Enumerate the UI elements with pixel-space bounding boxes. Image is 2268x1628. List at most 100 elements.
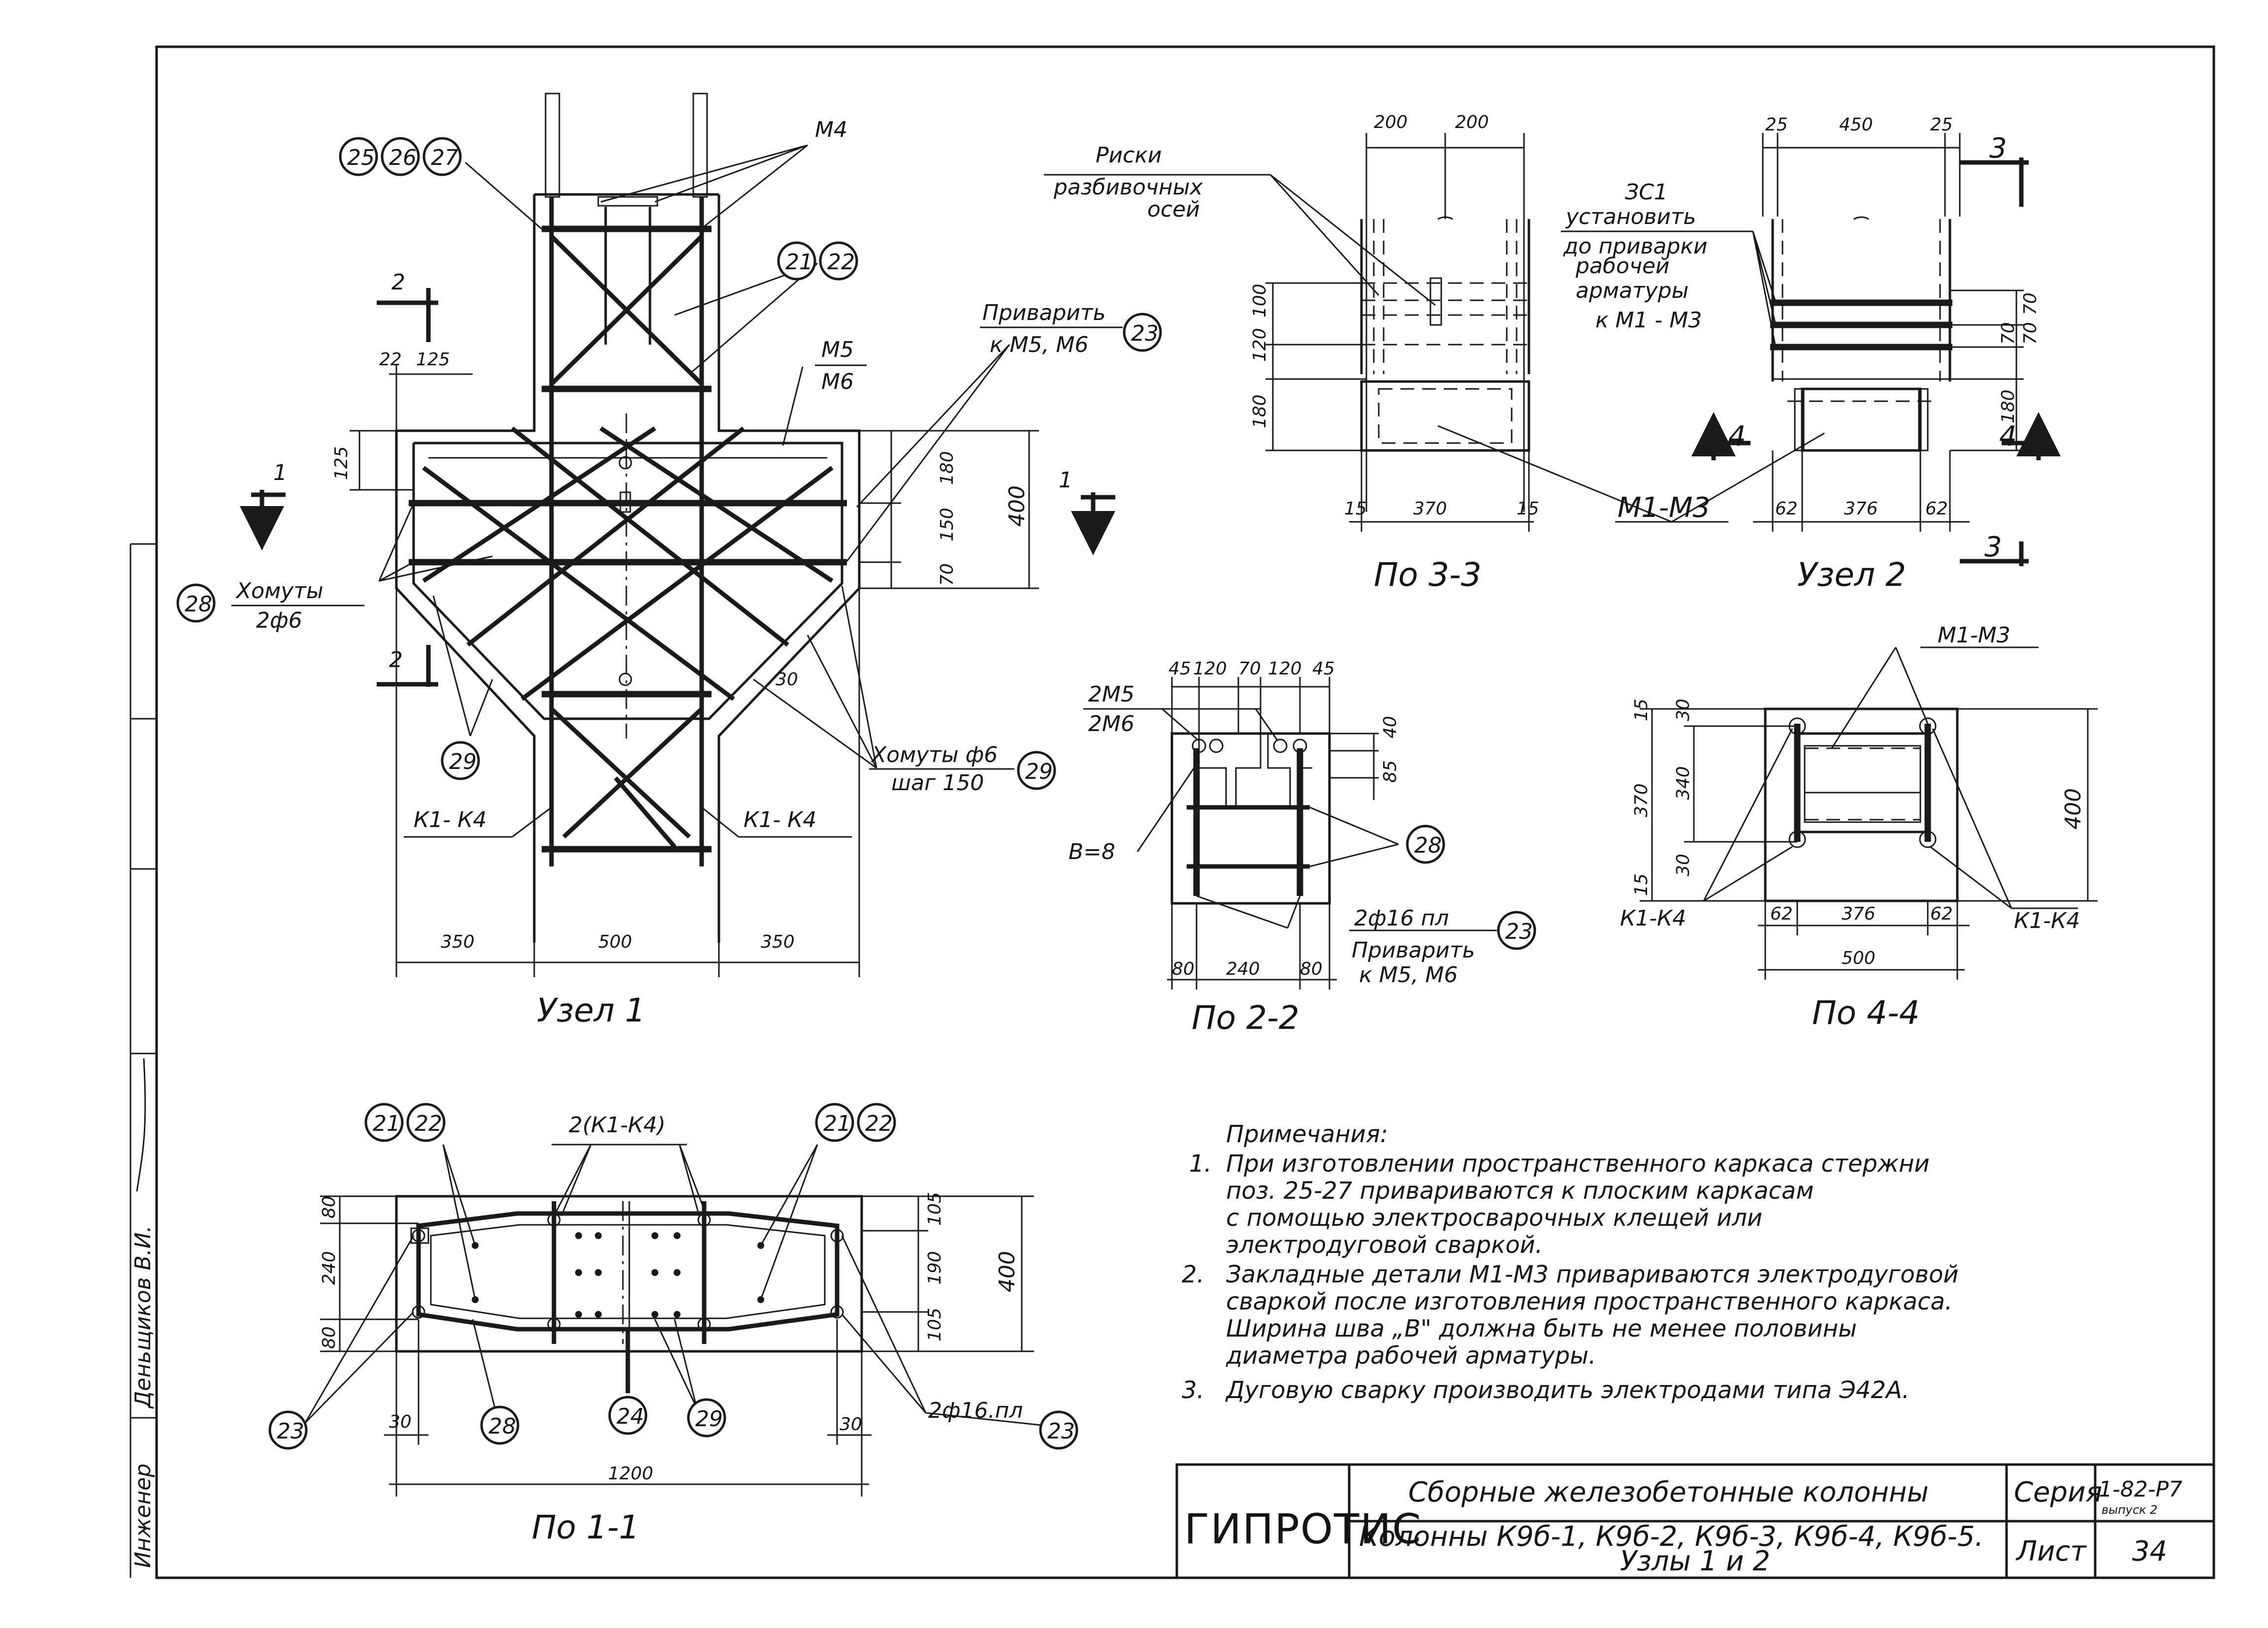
node-2-label-zs-5: арматуры [1576, 278, 1688, 303]
view-2-2-dim-40: 40 [1380, 716, 1400, 738]
view-2-2-dim-85: 85 [1380, 760, 1400, 783]
engineer-role: Инженер [130, 1464, 156, 1568]
node-1-dim-150: 150 [937, 508, 957, 542]
node-2-dim-25-left: 25 [1765, 115, 1788, 135]
series-label: Серия [2014, 1476, 2102, 1508]
view-3-3-dim-100: 100 [1250, 284, 1270, 318]
note-3-number: 3. [1182, 1376, 1204, 1404]
view-4-4-dim-400: 400 [2061, 788, 2086, 830]
view-2-2-dim-120-right: 120 [1268, 659, 1302, 679]
node-2-dim-70-mid: 70 [1998, 322, 2018, 345]
note-3-line-1: Дуговую сварку производить электродами т… [1225, 1376, 1910, 1404]
view-3-3-dim-370: 370 [1413, 499, 1447, 519]
view-1-1-dim-30-right: 30 [840, 1414, 862, 1435]
note-2-line-3: Ширина шва „В" должна быть не менее поло… [1226, 1315, 1857, 1342]
view-1-1-title: По 1-1 [532, 1508, 640, 1546]
node-1-cut-2-top: 2 [391, 270, 405, 295]
view-2-2-dim-45-left: 45 [1168, 659, 1191, 679]
node-1-callout-26: 26 [389, 145, 417, 170]
note-1-line-3: с помощью электросварочных клещей или [1226, 1204, 1762, 1232]
note-2-line-1: Закладные детали М1-М3 привариваются эле… [1226, 1261, 1959, 1288]
view-4-4-dim-15-bottom: 15 [1631, 873, 1652, 896]
node-2-dim-25-right: 25 [1930, 115, 1953, 135]
view-1-1-callout-22-right: 22 [865, 1111, 893, 1136]
node-1-label-clamps-1: Хомуты [235, 578, 324, 604]
view-4-4-dim-62-right: 62 [1930, 904, 1953, 924]
view-1-1-callout-29: 29 [695, 1406, 723, 1432]
node-1-label-m4: М4 [815, 117, 847, 142]
node-2-dim-376: 376 [1844, 499, 1878, 519]
node-1-cut-1-right: 1 [1059, 468, 1072, 493]
view-1-1-callout-21-right: 21 [823, 1111, 851, 1136]
note-1-line-2: поз. 25-27 привариваются к плоским карка… [1226, 1177, 1814, 1205]
sheet-subtitle-1: Колонны К9б-1, К9б-2, К9б-3, К9б-4, К9б-… [1359, 1521, 1983, 1553]
view-1-1-dim-1200: 1200 [608, 1464, 653, 1484]
view-1-1-dim-105-top: 105 [925, 1192, 945, 1226]
view-3-3-dim-15-left: 15 [1344, 499, 1367, 519]
node-1-label-k-left: К1- К4 [414, 807, 486, 832]
node-1-dim-350-right: 350 [761, 932, 795, 952]
node-2-cut-3-bottom: 3 [1984, 531, 2002, 563]
view-3-3-label-marks-2: разбивочных [1053, 175, 1203, 200]
node-1-callout-25: 25 [347, 145, 375, 170]
node-1-callout-22: 22 [827, 250, 855, 275]
note-2-line-4: диаметра рабочей арматуры. [1226, 1342, 1596, 1370]
node-1-dim-400: 400 [1004, 485, 1030, 527]
view-4-4-dim-370: 370 [1631, 783, 1652, 817]
node-1-angle: 30 [776, 670, 798, 690]
view-3-3-label-m1-m3: М1-М3 [1618, 492, 1710, 524]
note-2-line-2: сваркой после изготовления пространствен… [1226, 1288, 1952, 1315]
node-1-label-clamps-step-1: Хомуты ф6 [871, 742, 998, 767]
sheet-number-label: Лист [2015, 1535, 2087, 1567]
node-1-callout-23: 23 [1131, 321, 1159, 346]
engineer-name: Деньщиков В.И. [130, 1225, 156, 1409]
engineer-signature [136, 1058, 146, 1192]
node-1-dim-350-left: 350 [441, 932, 475, 952]
view-4-4-dim-340: 340 [1673, 766, 1693, 800]
node-1-callout-27: 27 [431, 145, 458, 170]
view-3-3-label-marks-3: осей [1147, 197, 1200, 222]
view-2-2-label-2m6: 2М6 [1088, 711, 1134, 736]
node-1-callout-21: 21 [785, 250, 813, 275]
view-3-3-dim-120: 120 [1250, 328, 1270, 362]
view-4-4-dim-500: 500 [1842, 948, 1876, 968]
node-2-dim-62-right: 62 [1925, 499, 1948, 519]
node-2-dim-450: 450 [1839, 115, 1873, 135]
org-name: ГИПРОТИС [1184, 1505, 1422, 1553]
view-3-3-label-marks-1: Риски [1096, 143, 1162, 168]
view-1-1-dim-30-left: 30 [389, 1412, 412, 1432]
view-4-4: По 4-4 М1-М3 К1-К4 К1-К4 15 30 370 340 1… [1620, 623, 2098, 1032]
node-2-dim-70-bottom: 70 [2020, 322, 2041, 345]
view-1-1: По 1-1 21 22 21 22 23 23 28 24 29 2(К1-К… [268, 1103, 1078, 1546]
series-issue: выпуск 2 [2102, 1503, 2158, 1517]
view-2-2-label-2m5: 2М5 [1088, 682, 1134, 707]
view-2-2: По 2-2 2М5 2М6 В=8 2ф16 пл Приварить к М… [1069, 659, 1536, 1037]
node-2-label-zs-1: ЗС1 [1625, 180, 1668, 205]
node-2-cut-3-top: 3 [1989, 132, 2007, 164]
node-2-view: Узел 2 ЗС1 установить до приварки рабоче… [1561, 115, 2041, 594]
node-1-label-clamps-step-2: шаг 150 [891, 770, 984, 796]
view-1-1-callout-21-left: 21 [373, 1111, 400, 1136]
node-2-label-zs-3: до приварки [1563, 234, 1708, 259]
view-1-1-callout-23-right: 23 [1047, 1419, 1075, 1444]
view-1-1-dim-105-bottom: 105 [925, 1308, 945, 1341]
note-1-line-4: электродуговой сваркой. [1226, 1231, 1543, 1259]
note-2-number: 2. [1182, 1261, 1204, 1288]
sheet-title: Сборные железобетонные колонны [1408, 1476, 1929, 1508]
note-1-line-1: При изготовлении пространственного карка… [1226, 1150, 1930, 1178]
view-3-3-dim-200-right: 200 [1455, 112, 1489, 132]
view-2-2-dim-70: 70 [1238, 659, 1261, 679]
node-2-dim-70-top: 70 [2020, 292, 2041, 315]
view-1-1-label-2f16: 2ф16.пл [928, 1398, 1023, 1423]
node-1-cut-2-bottom: 2 [389, 647, 403, 672]
node-1-dim-125-vertical: 125 [331, 446, 352, 480]
view-3-3: По 3-3 Риски разбивочных осей М1-М3 4 4 … [1044, 112, 2061, 594]
node-1-callout-29-left: 29 [449, 749, 477, 774]
node-1-callout-28: 28 [185, 592, 212, 617]
node-2-label-zs-4: рабочей [1575, 254, 1670, 279]
view-1-1-callout-23-left: 23 [277, 1419, 304, 1444]
view-2-2-callout-28: 28 [1414, 833, 1442, 858]
title-block: ГИПРОТИС Сборные железобетонные колонны … [1175, 1463, 2215, 1579]
view-2-2-label-weld-2: к М5, М6 [1359, 962, 1458, 988]
